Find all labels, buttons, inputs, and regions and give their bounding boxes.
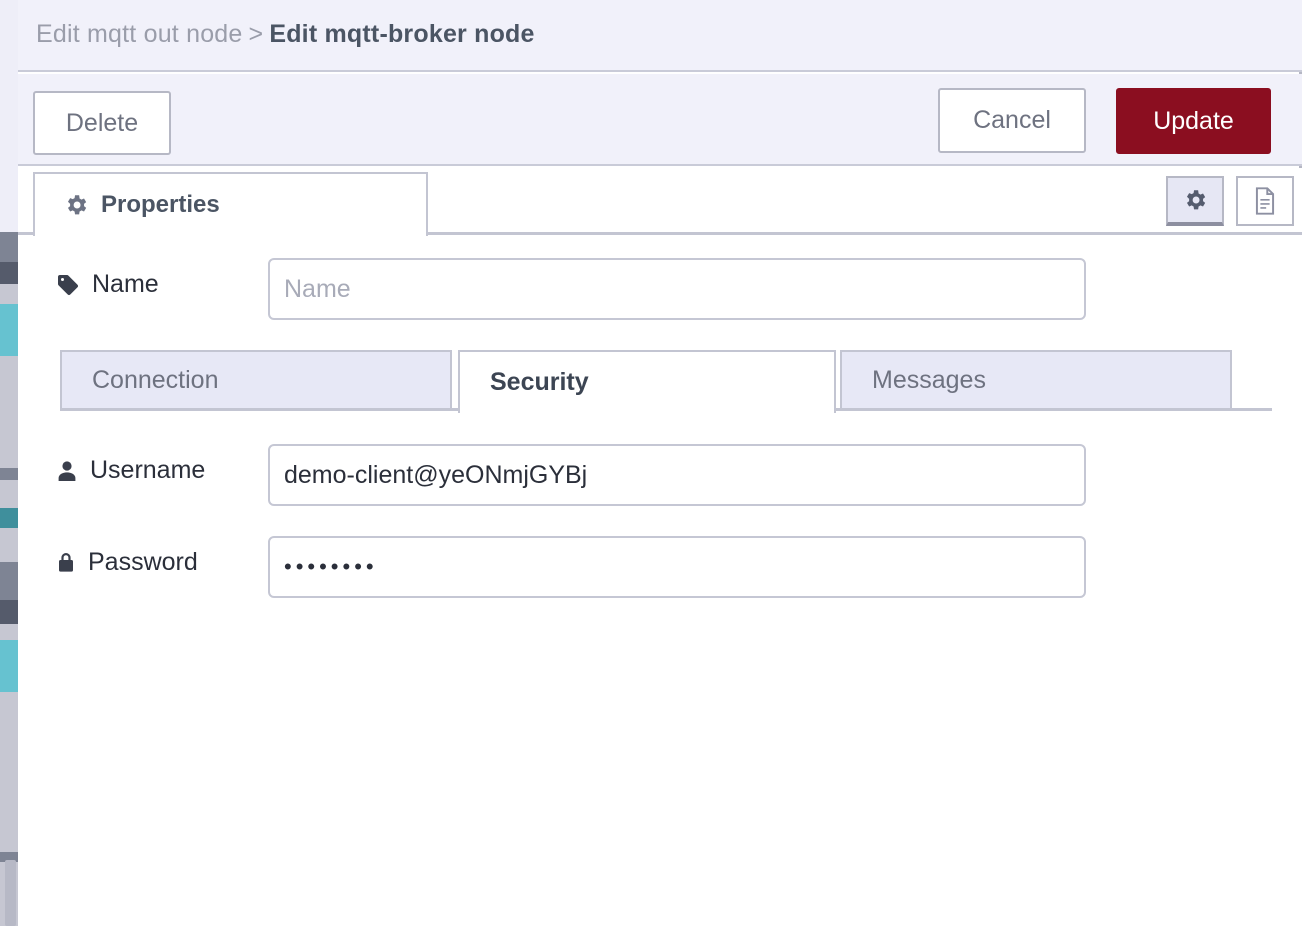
breadcrumb-current: Edit mqtt-broker node <box>269 20 535 48</box>
delete-button[interactable]: Delete <box>33 91 171 155</box>
name-label: Name <box>56 270 159 299</box>
breadcrumb: Edit mqtt out node>Edit mqtt-broker node <box>36 20 535 49</box>
update-button[interactable]: Update <box>1116 88 1271 154</box>
background-editor-strip <box>0 0 18 926</box>
cancel-button[interactable]: Cancel <box>938 88 1086 153</box>
breadcrumb-parent[interactable]: Edit mqtt out node <box>36 20 243 48</box>
name-input[interactable] <box>268 258 1086 320</box>
description-toggle-button[interactable] <box>1236 176 1294 226</box>
name-label-text: Name <box>92 270 159 298</box>
subtab-messages[interactable]: Messages <box>840 350 1232 410</box>
dialog-header: Edit mqtt out node>Edit mqtt-broker node <box>18 0 1302 72</box>
security-subtab-bar: Connection Security Messages <box>18 350 1302 414</box>
description-icon <box>1251 186 1279 216</box>
tab-properties[interactable]: Properties <box>33 172 428 236</box>
breadcrumb-separator: > <box>248 20 264 48</box>
gear-icon <box>63 192 89 218</box>
username-label: Username <box>56 456 205 485</box>
gear-icon <box>1182 187 1208 213</box>
lock-icon <box>56 551 76 575</box>
password-input[interactable] <box>268 536 1086 598</box>
editor-scrollbar-thumb[interactable] <box>5 860 16 926</box>
user-icon <box>56 459 78 483</box>
tab-strip: Properties <box>18 168 1302 238</box>
password-label: Password <box>56 548 198 577</box>
subtab-security[interactable]: Security <box>458 350 836 413</box>
tag-icon <box>56 273 80 297</box>
dialog-button-bar: Delete Cancel Update <box>18 74 1302 166</box>
subtab-connection[interactable]: Connection <box>60 350 452 410</box>
form-body: Name Connection Security Messages Userna… <box>18 238 1302 926</box>
tab-properties-label: Properties <box>101 191 220 218</box>
dialog-panel: Edit mqtt out node>Edit mqtt-broker node… <box>18 0 1302 926</box>
password-label-text: Password <box>88 548 198 576</box>
gear-toggle-button[interactable] <box>1166 176 1224 226</box>
tab-strip-underline <box>18 232 1302 235</box>
username-label-text: Username <box>90 456 206 484</box>
username-input[interactable] <box>268 444 1086 506</box>
